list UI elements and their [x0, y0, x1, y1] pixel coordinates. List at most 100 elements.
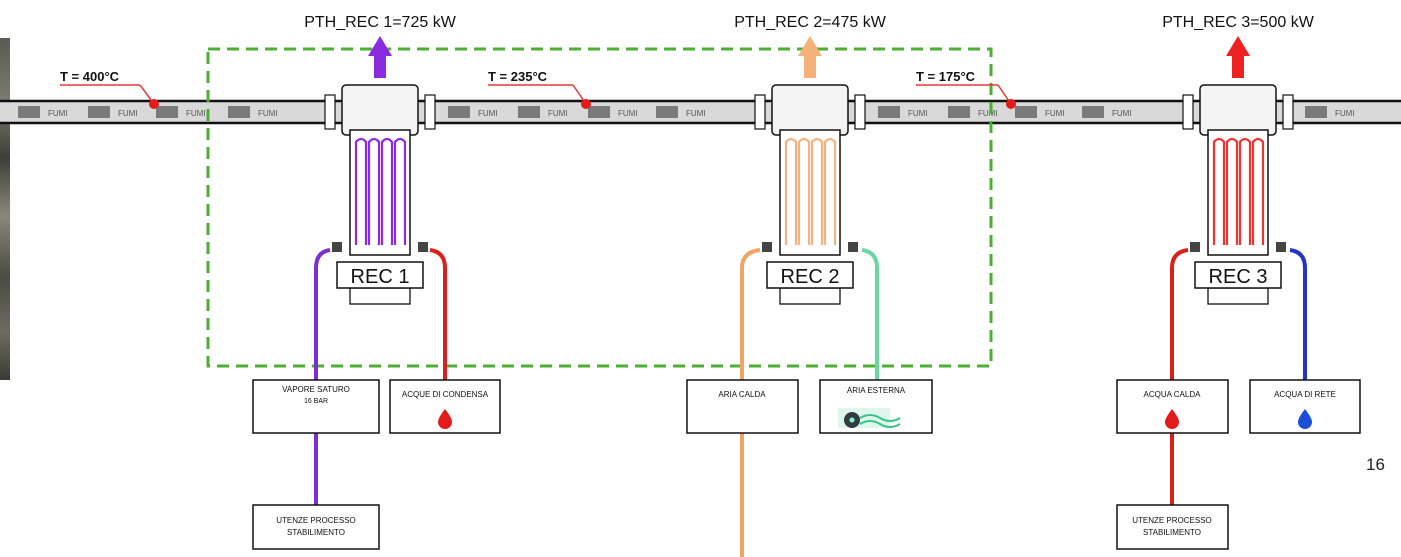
fumi-label: FUMI — [258, 109, 278, 118]
temperature-marker-2: T = 235°C — [488, 69, 591, 109]
box-acqua-rete: ACQUA DI RETE — [1249, 379, 1361, 434]
photo-strip — [0, 38, 10, 380]
coil-tube — [354, 137, 368, 245]
svg-text:UTENZE PROCESSO: UTENZE PROCESSO — [276, 516, 356, 525]
flange — [854, 94, 866, 130]
valve-icon — [848, 242, 858, 252]
temperature-dot — [149, 99, 159, 109]
svg-text:ACQUE DI CONDENSA: ACQUE DI CONDENSA — [402, 390, 489, 399]
valve-icon — [1276, 242, 1286, 252]
coil-tube — [797, 137, 811, 245]
fumi-label: FUMI — [686, 109, 706, 118]
svg-text:STABILIMENTO: STABILIMENTO — [1143, 528, 1201, 537]
recuperator-3: PTH_REC 3=500 kW REC 3 — [1162, 14, 1315, 305]
temperature-label: T = 235°C — [488, 69, 548, 84]
rec-label-box — [766, 261, 854, 289]
flue-pipe: FUMI FUMI FUMI FUMI FUMI FUMI FUMI FUMI FUMI FUMI… — [0, 99, 1401, 125]
svg-text:STABILIMENTO: STABILIMENTO — [287, 528, 345, 537]
temperature-marker-1: T = 400°C — [60, 69, 159, 109]
flange — [1282, 94, 1294, 130]
exhaust-arrow-icon — [798, 36, 822, 78]
coil-tube — [1251, 137, 1265, 245]
pipe-segment — [1082, 106, 1104, 118]
temperature-dot — [581, 99, 591, 109]
box-aria-calda: ARIA CALDA — [686, 379, 799, 434]
dashed-boundary — [206, 47, 993, 368]
fumi-label: FUMI — [478, 109, 498, 118]
process-lines — [314, 248, 1307, 557]
pipe-segment — [156, 106, 178, 118]
fumi-label: FUMI — [1335, 109, 1355, 118]
svg-text:16 BAR: 16 BAR — [304, 398, 328, 405]
temperature-dot — [1006, 99, 1016, 109]
fumi-label: FUMI — [118, 109, 138, 118]
exhaust-arrow-icon — [1226, 36, 1250, 78]
pipe-segment — [88, 106, 110, 118]
flange — [324, 94, 336, 130]
exchanger-base — [779, 287, 841, 305]
fan-icon — [838, 408, 901, 428]
box-vapore-saturo: VAPORE SATURO 16 BAR — [252, 379, 380, 434]
box-acqua-calda: ACQUA CALDA — [1116, 379, 1229, 434]
rec-label-box — [1194, 261, 1282, 289]
fumi-label: FUMI — [1045, 109, 1065, 118]
coil-tube — [784, 137, 798, 245]
exhaust-arrow-icon — [368, 36, 392, 78]
rec-label-box — [336, 261, 424, 289]
fumi-label: FUMI — [618, 109, 638, 118]
power-label: PTH_REC 1=725 kW — [304, 14, 457, 31]
coil-tube — [393, 137, 407, 245]
exchanger-header — [1199, 84, 1277, 136]
power-label: PTH_REC 3=500 kW — [1162, 14, 1315, 31]
box-utenze-1: UTENZE PROCESSO STABILIMENTO — [252, 504, 380, 550]
fumi-label: FUMI — [978, 109, 998, 118]
coil-tube — [1238, 137, 1252, 245]
flange — [424, 94, 436, 130]
red-drop-icon — [1165, 409, 1179, 429]
box-aria-esterna: ARIA ESTERNA — [819, 379, 933, 434]
svg-text:ARIA CALDA: ARIA CALDA — [718, 390, 766, 399]
blue-drop-icon — [1298, 409, 1312, 429]
valve-icon — [762, 242, 772, 252]
valve-icon — [332, 242, 342, 252]
valve-icon — [1190, 242, 1200, 252]
flange — [1182, 94, 1194, 130]
pipe-segment — [518, 106, 540, 118]
svg-text:UTENZE PROCESSO: UTENZE PROCESSO — [1132, 516, 1212, 525]
svg-text:VAPORE SATURO: VAPORE SATURO — [282, 385, 350, 394]
pipe-segment — [656, 106, 678, 118]
fumi-label: FUMI — [548, 109, 568, 118]
fumi-label: FUMI — [1112, 109, 1132, 118]
pipe-segment — [1015, 106, 1037, 118]
temperature-marker-3: T = 175°C — [916, 69, 1016, 109]
pipe-segment — [18, 106, 40, 118]
pipe-segment — [948, 106, 970, 118]
temperature-label: T = 400°C — [60, 69, 120, 84]
box-utenze-3: UTENZE PROCESSO STABILIMENTO — [1116, 504, 1229, 550]
fumi-label: FUMI — [48, 109, 68, 118]
pipe-segment — [588, 106, 610, 118]
coil-tube — [380, 137, 394, 245]
coil-tube — [1225, 137, 1239, 245]
pipe-segment — [228, 106, 250, 118]
exchanger-header — [771, 84, 849, 136]
valve-icon — [418, 242, 428, 252]
coil-tube — [810, 137, 824, 245]
pipe-segment — [1305, 106, 1327, 118]
coil-tube — [1212, 137, 1226, 245]
rec-label: REC 3 — [1209, 266, 1268, 288]
exchanger-base — [349, 287, 411, 305]
svg-text:ACQUA DI RETE: ACQUA DI RETE — [1274, 390, 1336, 399]
pipe-segment — [878, 106, 900, 118]
page-number: 16 — [1366, 455, 1385, 474]
coil-tube — [367, 137, 381, 245]
svg-text:ARIA ESTERNA: ARIA ESTERNA — [847, 386, 906, 395]
pipe-segment — [448, 106, 470, 118]
svg-text:ACQUA CALDA: ACQUA CALDA — [1144, 390, 1202, 399]
box-acque-condensa: ACQUE DI CONDENSA — [389, 379, 501, 434]
exchanger-header — [341, 84, 419, 136]
temperature-label: T = 175°C — [916, 69, 976, 84]
